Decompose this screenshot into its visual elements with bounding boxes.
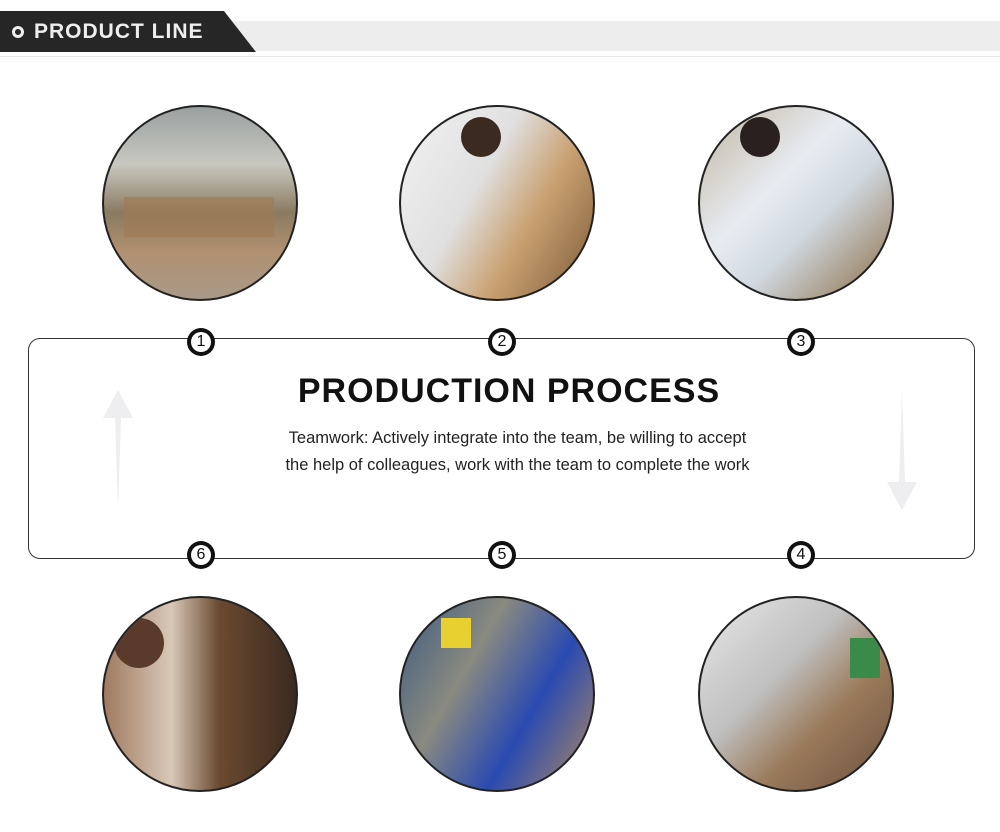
process-title: PRODUCTION PROCESS <box>297 372 721 410</box>
step-1-photo <box>102 105 298 301</box>
step-badge-2: 2 <box>488 328 516 356</box>
circle-icon <box>12 25 24 38</box>
step-3-photo <box>698 105 894 301</box>
step-badge-6: 6 <box>187 541 215 569</box>
step-badge-4: 4 <box>787 541 815 569</box>
step-badge-3: 3 <box>787 328 815 356</box>
step-5-photo <box>399 596 595 792</box>
header-divider <box>0 56 1000 57</box>
arrow-down-icon <box>887 390 917 510</box>
arrow-up-icon <box>103 390 133 510</box>
section-title: PRODUCT LINE <box>34 19 204 43</box>
step-2-photo <box>399 105 595 301</box>
process-description: Teamwork: Actively integrate into the te… <box>285 429 750 474</box>
step-6-photo <box>102 596 298 792</box>
step-4-photo <box>698 596 894 792</box>
step-badge-5: 5 <box>488 541 516 569</box>
section-header: PRODUCT LINE <box>0 11 256 52</box>
step-badge-1: 1 <box>187 328 215 356</box>
